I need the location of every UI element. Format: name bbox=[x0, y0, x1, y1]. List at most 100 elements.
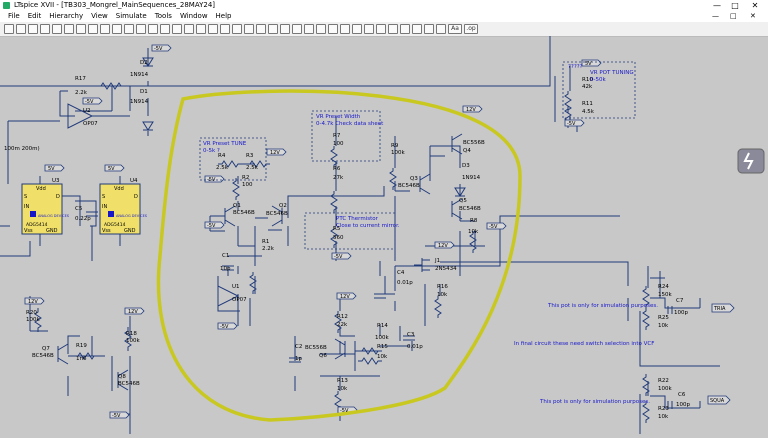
transistor-q3 bbox=[419, 173, 431, 195]
note-vr-pot-range: 0-50k bbox=[590, 77, 606, 83]
label-r24: R24 bbox=[658, 284, 669, 290]
undo-icon[interactable] bbox=[376, 24, 386, 34]
resistor-r10 bbox=[564, 91, 572, 113]
label-r6: R6 bbox=[333, 166, 341, 172]
flag-neg5-r8 bbox=[486, 222, 507, 230]
close-button[interactable]: ✕ bbox=[751, 1, 759, 10]
v-12-r12: 12V bbox=[340, 294, 350, 300]
tile-icon[interactable] bbox=[148, 24, 158, 34]
resistor-r4 bbox=[218, 160, 242, 168]
menu-help[interactable]: Help bbox=[215, 12, 232, 20]
menu-hierarchy[interactable]: Hierarchy bbox=[49, 12, 84, 20]
label-j1: J1 bbox=[434, 258, 440, 264]
child-minimize-button[interactable]: — bbox=[712, 12, 719, 20]
value-r14: 100k bbox=[375, 335, 389, 341]
maximize-button[interactable]: □ bbox=[731, 1, 739, 10]
transistor-q7 bbox=[57, 343, 69, 365]
label-icon[interactable] bbox=[268, 24, 278, 34]
float-handle[interactable] bbox=[737, 148, 765, 174]
label-q7: Q7 bbox=[42, 346, 50, 352]
text-icon[interactable] bbox=[424, 24, 434, 34]
value-c3: 0.01p bbox=[407, 344, 423, 350]
diode-d2 bbox=[142, 57, 154, 67]
cut-icon[interactable] bbox=[196, 24, 206, 34]
flag-pos5-u3 bbox=[44, 164, 65, 172]
label-d1: D1 bbox=[140, 89, 148, 95]
label-r1: R1 bbox=[262, 239, 269, 245]
value-d3: 1N914 bbox=[462, 175, 481, 181]
copy-icon[interactable] bbox=[208, 24, 218, 34]
rotate-icon[interactable] bbox=[400, 24, 410, 34]
resistor-icon[interactable] bbox=[280, 24, 290, 34]
resistor-r25 bbox=[642, 308, 650, 330]
value-q3: BC546B bbox=[398, 183, 420, 189]
schematic-svg[interactable]: D2 1N914 D1 1N914 R17 2.2k U2 OP07 100m … bbox=[0, 36, 768, 434]
zoom-out-icon[interactable] bbox=[100, 24, 110, 34]
component-icon[interactable] bbox=[328, 24, 338, 34]
value-r15: 10k bbox=[377, 354, 388, 360]
find-icon[interactable] bbox=[232, 24, 242, 34]
note-vr-width: VR Preset Width bbox=[316, 114, 361, 120]
label-d3: D3 bbox=[462, 163, 470, 169]
capacitor-icon[interactable] bbox=[292, 24, 302, 34]
value-r24: 150k bbox=[658, 292, 672, 298]
menu-window[interactable]: Window bbox=[179, 12, 208, 20]
paste-icon[interactable] bbox=[220, 24, 230, 34]
stop-icon[interactable] bbox=[16, 24, 26, 34]
zoom-fit-icon[interactable] bbox=[112, 24, 122, 34]
autorange-icon[interactable] bbox=[136, 24, 146, 34]
cascade-icon[interactable] bbox=[160, 24, 170, 34]
drag-icon[interactable] bbox=[352, 24, 362, 34]
inductor-icon[interactable] bbox=[304, 24, 314, 34]
text-button[interactable]: Aa bbox=[448, 24, 462, 34]
transistor-q8 bbox=[117, 369, 129, 391]
directive-button[interactable]: .op bbox=[464, 24, 478, 34]
spice-directive-icon[interactable] bbox=[436, 24, 446, 34]
transistor-q4 bbox=[451, 133, 463, 155]
flag-neg5-q8 bbox=[109, 411, 130, 419]
box-ptc bbox=[304, 212, 396, 250]
value-r13: 10k bbox=[337, 386, 348, 392]
minimize-button[interactable]: — bbox=[713, 1, 721, 10]
menu-tools[interactable]: Tools bbox=[154, 12, 172, 20]
probe-icon[interactable] bbox=[64, 24, 74, 34]
child-close-button[interactable]: ✕ bbox=[750, 12, 756, 20]
label-r4: R4 bbox=[218, 153, 226, 159]
voltage-flag-labels: -5V -5V 5V 5V 12V 12V -5V -5V 12V -5V -5… bbox=[28, 46, 726, 419]
ground-icon[interactable] bbox=[256, 24, 266, 34]
close-icon[interactable] bbox=[172, 24, 182, 34]
halt-icon[interactable] bbox=[52, 24, 62, 34]
move-icon[interactable] bbox=[340, 24, 350, 34]
menu-view[interactable]: View bbox=[91, 12, 108, 20]
menu-edit[interactable]: Edit bbox=[27, 12, 42, 20]
flag-neg5-pot bbox=[564, 119, 585, 127]
zoom-area-icon[interactable] bbox=[124, 24, 134, 34]
diode-icon[interactable] bbox=[316, 24, 326, 34]
flag-neg5-tune bbox=[204, 175, 225, 183]
v-12-j1: 12V bbox=[438, 243, 448, 249]
menu-file[interactable]: File bbox=[8, 12, 20, 20]
u4-d: D bbox=[134, 194, 138, 200]
binoculars-icon[interactable] bbox=[184, 24, 194, 34]
run-icon[interactable] bbox=[4, 24, 14, 34]
redo-icon[interactable] bbox=[388, 24, 398, 34]
value-c4: 0.01p bbox=[397, 280, 413, 286]
value-c1: 10p bbox=[220, 266, 231, 272]
value-r18: 100k bbox=[126, 338, 140, 344]
hand-icon[interactable] bbox=[364, 24, 374, 34]
child-restore-button[interactable]: □ bbox=[730, 12, 737, 20]
print-icon[interactable] bbox=[40, 24, 50, 34]
value-d1: 1N914 bbox=[130, 99, 149, 105]
mirror-icon[interactable] bbox=[412, 24, 422, 34]
note-sim-2: This pot is only for simulation purposes… bbox=[539, 399, 650, 405]
save-icon[interactable] bbox=[28, 24, 38, 34]
menu-simulate[interactable]: Simulate bbox=[115, 12, 147, 20]
schematic-canvas[interactable]: D2 1N914 D1 1N914 R17 2.2k U2 OP07 100m … bbox=[0, 36, 768, 434]
zoom-in-icon[interactable] bbox=[88, 24, 98, 34]
adi-logo-u3 bbox=[30, 211, 36, 217]
pencil-icon[interactable] bbox=[244, 24, 254, 34]
app-icon bbox=[3, 2, 10, 9]
transistor-q6 bbox=[334, 338, 346, 360]
wire-icon[interactable] bbox=[76, 24, 86, 34]
value-r7: 100 bbox=[333, 141, 344, 147]
